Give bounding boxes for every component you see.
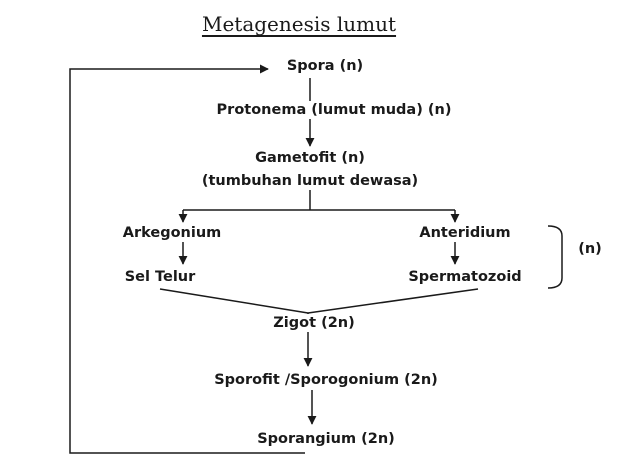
node-spermatozoid: Spermatozoid [408,269,522,285]
haploid-label: (n) [578,241,602,257]
node-arkegonium: Arkegonium [122,224,222,242]
node-sel-telur: Sel Telur [124,269,196,285]
node-zigot: Zigot (2n) [273,314,355,332]
loop-back-line [69,64,305,454]
line-spermatozoid-zigot [307,288,479,314]
node-sporangium: Sporangium (2n) [257,430,395,448]
diagram-title: Metagenesis lumut [201,12,397,36]
node-sporofit: Sporofit /Sporogonium (2n) [214,371,438,389]
line-seltelur-zigot [159,288,309,314]
node-spora: Spora (n) [286,58,364,74]
node-anteridium: Anteridium [419,224,511,242]
node-gametofit: Gametofit (n) [255,149,365,167]
node-gametofit-desc: (tumbuhan lumut dewasa) [201,172,419,190]
node-protonema: Protonema (lumut muda) (n) [216,101,452,119]
haploid-bracket [547,225,563,289]
